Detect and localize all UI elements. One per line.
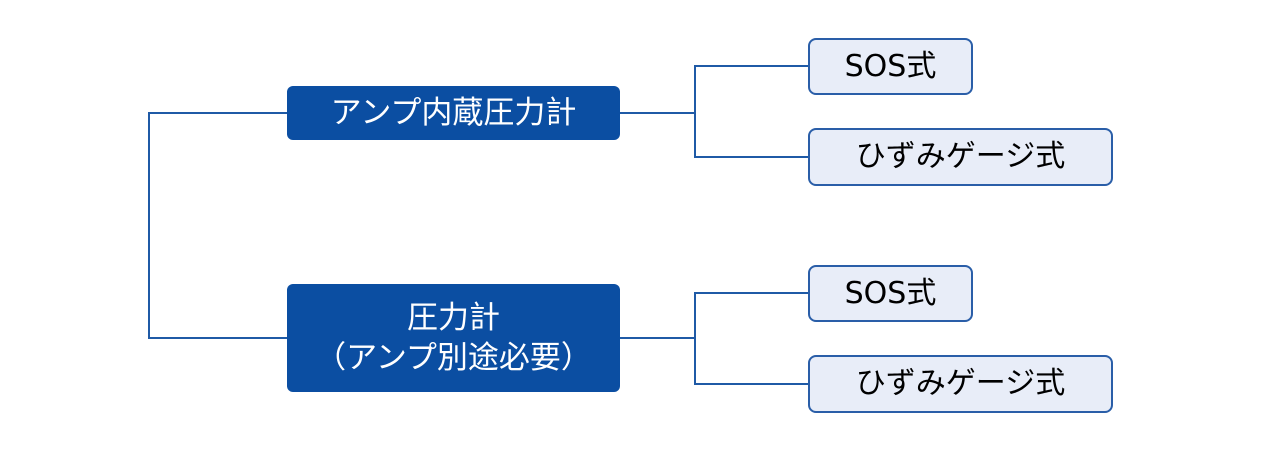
group2-fork-line (694, 292, 810, 385)
parent-node-built-in-amp: アンプ内蔵圧力計 (287, 86, 620, 140)
child-node-sos: SOS式 (808, 265, 973, 322)
child-node-strain-gauge: ひずみゲージ式 (808, 355, 1113, 413)
group1-fork-line (694, 65, 810, 158)
parent-node-separate-amp: 圧力計 （アンプ別途必要） (287, 284, 620, 392)
root-bracket-line (148, 112, 287, 339)
child-node-label: SOS式 (844, 48, 937, 84)
child-node-label: SOS式 (844, 275, 937, 311)
child-node-label: ひずみゲージ式 (855, 366, 1066, 401)
parent-node-label-line2: （アンプ別途必要） (315, 340, 592, 376)
parent-node-label: アンプ内蔵圧力計 (330, 95, 577, 131)
child-node-strain-gauge: ひずみゲージ式 (808, 128, 1113, 186)
parent-node-label-line1: 圧力計 (407, 300, 500, 336)
child-node-label: ひずみゲージ式 (855, 139, 1066, 174)
child-node-sos: SOS式 (808, 38, 973, 95)
